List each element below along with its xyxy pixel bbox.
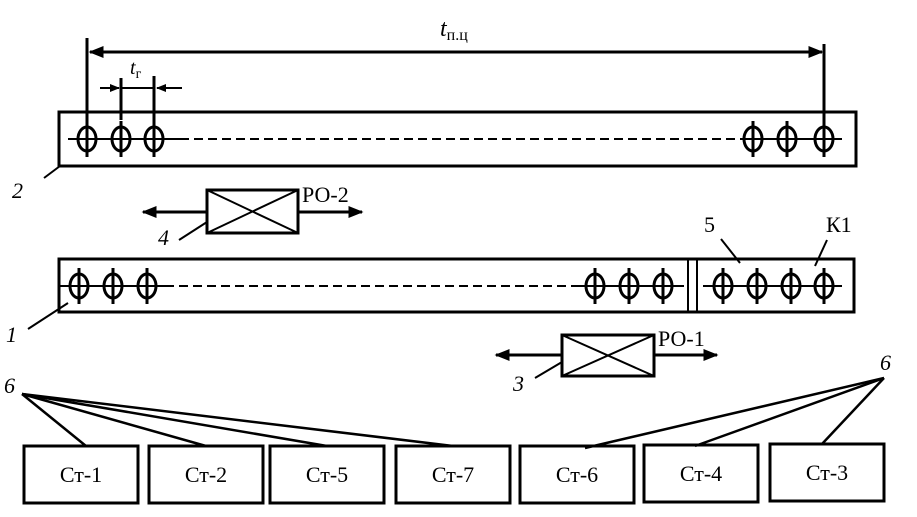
callout-3: 3 — [512, 361, 563, 396]
cell-mark — [746, 268, 768, 304]
total-pitch-label: tп.ц — [440, 16, 468, 44]
bar-2 — [57, 110, 858, 168]
ro1-label: РО-1 — [658, 326, 705, 351]
station-label: Ст-6 — [556, 462, 598, 487]
carriage-ro2: РО-2 — [141, 182, 364, 235]
station-box: Ст-6 — [518, 444, 636, 505]
callout-1: 1 — [6, 302, 69, 347]
cell-mark — [813, 268, 835, 304]
svg-text:6: 6 — [4, 373, 15, 398]
bar-1 — [57, 257, 856, 314]
cell-mark — [143, 121, 165, 157]
callout-2: 2 — [12, 165, 61, 203]
callout-4: 4 — [158, 221, 208, 250]
station-box: Ст-5 — [268, 444, 386, 505]
ro2-label: РО-2 — [302, 182, 349, 207]
cell-mark — [136, 268, 158, 304]
cell-mark — [742, 121, 764, 157]
station-box: Ст-2 — [147, 444, 265, 505]
stations-row: Ст-1 Ст-2 Ст-5 Ст-7 Ст-6 Ст-4 Ст-3 — [22, 442, 886, 505]
station-label: Ст-7 — [432, 462, 474, 487]
station-box: Ст-3 — [768, 442, 886, 503]
callout-k1: К1 — [814, 212, 852, 267]
svg-text:4: 4 — [158, 225, 169, 250]
station-label: Ст-4 — [680, 461, 722, 486]
cell-mark — [618, 268, 640, 304]
svg-text:2: 2 — [12, 178, 23, 203]
cell-mark — [776, 121, 798, 157]
station-box: Ст-7 — [394, 444, 512, 505]
stations-right-leaders: 6 — [584, 350, 891, 450]
total-pitch-dimension: tп.ц — [85, 16, 826, 140]
station-label: Ст-3 — [806, 460, 848, 485]
station-label: Ст-1 — [60, 462, 102, 487]
group-pitch-label: tг — [130, 57, 142, 82]
svg-text:1: 1 — [6, 322, 17, 347]
cell-mark — [102, 268, 124, 304]
cell-mark — [712, 268, 734, 304]
cell-mark — [780, 268, 802, 304]
callout-5: 5 — [704, 212, 741, 264]
cell-mark — [110, 121, 132, 157]
svg-text:6: 6 — [880, 350, 891, 375]
station-box: Ст-1 — [22, 444, 140, 505]
station-box: Ст-4 — [642, 443, 760, 504]
cell-mark — [68, 268, 90, 304]
cell-mark — [652, 268, 674, 304]
cell-mark — [584, 268, 606, 304]
cell-mark — [813, 121, 835, 157]
svg-text:5: 5 — [704, 212, 715, 237]
carriage-ro1: РО-1 — [494, 326, 719, 378]
cell-mark — [76, 121, 98, 157]
stations-left-leaders: 6 — [4, 373, 454, 448]
station-label: Ст-5 — [306, 462, 348, 487]
svg-text:К1: К1 — [826, 212, 852, 237]
station-label: Ст-2 — [185, 462, 227, 487]
svg-text:3: 3 — [512, 371, 524, 396]
